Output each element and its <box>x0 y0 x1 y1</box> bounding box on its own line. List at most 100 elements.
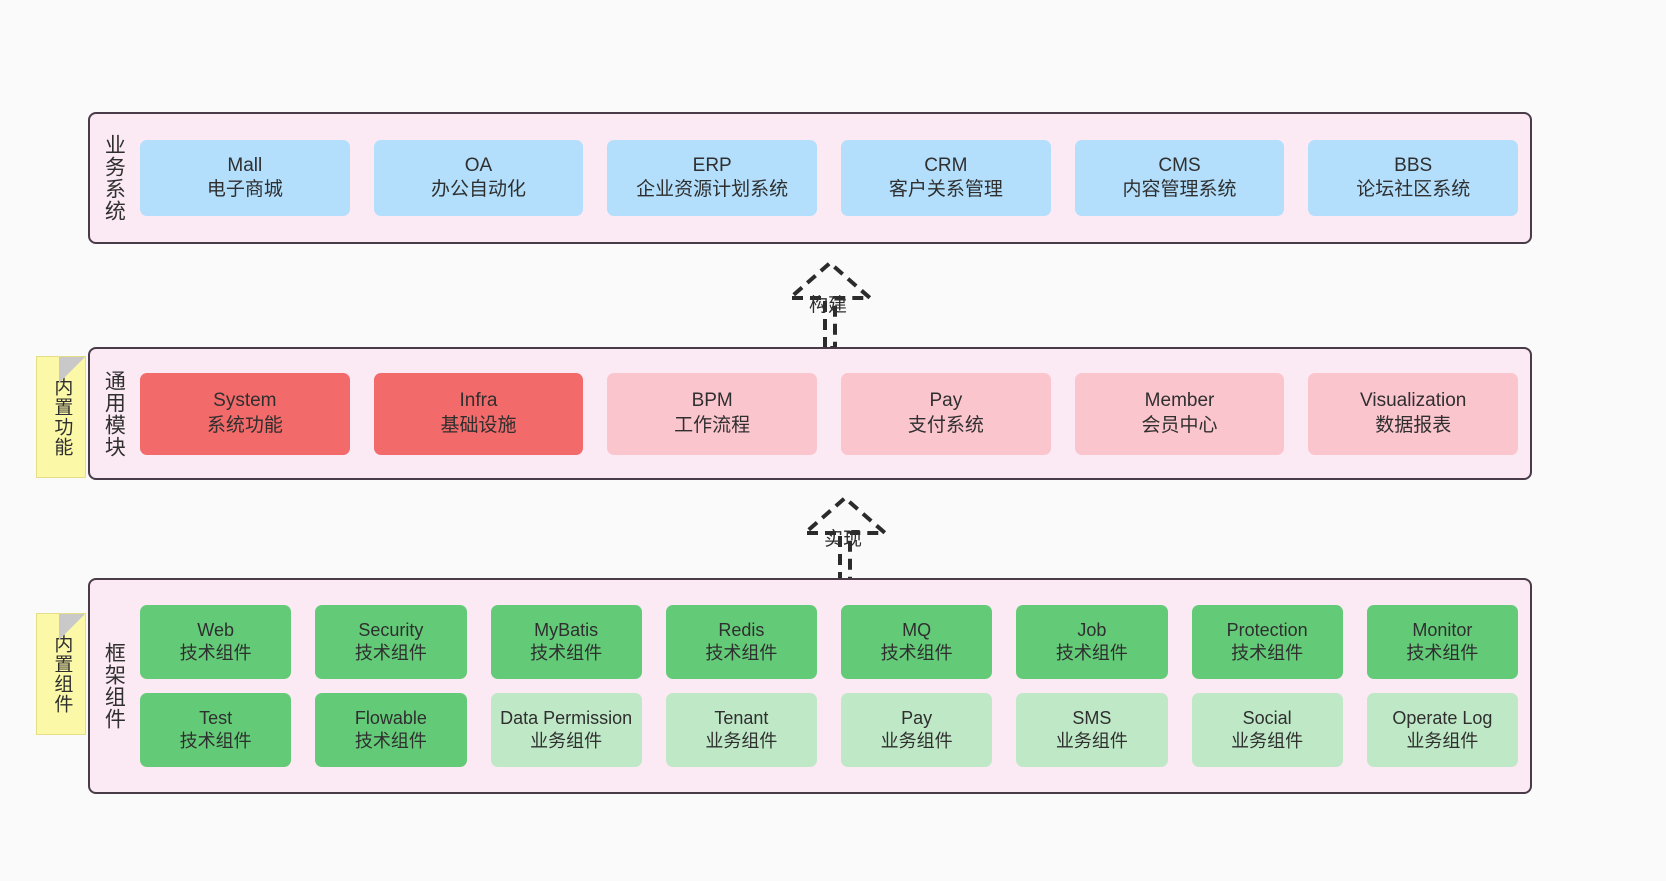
module-mall[interactable]: Mall 电子商城 <box>140 140 350 216</box>
layer-framework-row-business: Test 技术组件 Flowable 技术组件 Data Permission … <box>140 693 1518 767</box>
component-monitor-cn: 技术组件 <box>1406 643 1479 663</box>
component-mybatis-en: MyBatis <box>534 619 599 640</box>
component-flowable-cn: 技术组件 <box>354 731 427 751</box>
module-member[interactable]: Member 会员中心 <box>1074 372 1285 455</box>
component-pay[interactable]: Pay 业务组件 <box>841 693 993 767</box>
component-social-en: Social <box>1242 707 1292 728</box>
layer-common-row: System 系统功能 Infra 基础设施 BPM 工作流程 Pay 支付系统… <box>140 372 1519 455</box>
component-sms-cn: 业务组件 <box>1055 731 1128 751</box>
layer-framework-title: 框架组件 <box>102 642 126 730</box>
component-job[interactable]: Job 技术组件 <box>1016 605 1168 679</box>
module-crm-cn: 客户关系管理 <box>888 179 1003 200</box>
component-test-en: Test <box>199 707 233 728</box>
module-infra-cn: 基础设施 <box>440 414 517 436</box>
module-visualization-cn: 数据报表 <box>1375 414 1452 436</box>
component-operate-log[interactable]: Operate Log 业务组件 <box>1366 693 1518 767</box>
component-operate-log-cn: 业务组件 <box>1406 731 1479 751</box>
component-test[interactable]: Test 技术组件 <box>140 693 292 767</box>
component-pay-cn: 业务组件 <box>880 731 953 751</box>
component-web-cn: 技术组件 <box>179 643 252 663</box>
module-system-en: System <box>213 390 277 412</box>
component-redis-en: Redis <box>718 619 765 640</box>
module-pay-en: Pay <box>929 390 963 412</box>
component-redis-cn: 技术组件 <box>705 643 778 663</box>
module-pay-cn: 支付系统 <box>907 414 984 436</box>
note-builtin-components: 内置组件 <box>36 613 86 735</box>
component-flowable[interactable]: Flowable 技术组件 <box>315 693 467 767</box>
module-crm[interactable]: CRM 客户关系管理 <box>841 140 1051 216</box>
layer-business-row: Mall 电子商城 OA 办公自动化 ERP 企业资源计划系统 CRM 客户关系… <box>140 140 1519 216</box>
layer-business-body: Mall 电子商城 OA 办公自动化 ERP 企业资源计划系统 CRM 客户关系… <box>136 114 1530 242</box>
component-mybatis-cn: 技术组件 <box>530 643 603 663</box>
component-tenant-en: Tenant <box>714 707 769 728</box>
note-builtin-functions: 内置功能 <box>36 356 86 478</box>
module-mall-cn: 电子商城 <box>206 179 283 200</box>
module-bpm-en: BPM <box>691 390 733 412</box>
component-web[interactable]: Web 技术组件 <box>140 605 292 679</box>
module-system[interactable]: System 系统功能 <box>140 372 350 455</box>
component-security[interactable]: Security 技术组件 <box>315 605 467 679</box>
module-visualization[interactable]: Visualization 数据报表 <box>1308 372 1519 455</box>
module-infra[interactable]: Infra 基础设施 <box>373 372 584 455</box>
layer-common-modules: 通用模块 System 系统功能 Infra 基础设施 BPM 工作流程 Pay… <box>88 347 1532 480</box>
layer-common-title: 通用模块 <box>102 369 126 458</box>
module-bbs[interactable]: BBS 论坛社区系统 <box>1308 140 1519 216</box>
module-pay[interactable]: Pay 支付系统 <box>841 372 1051 455</box>
module-crm-en: CRM <box>924 154 968 176</box>
component-social[interactable]: Social 业务组件 <box>1191 693 1343 767</box>
component-pay-en: Pay <box>901 707 933 728</box>
component-data-permission-cn: 业务组件 <box>530 731 603 751</box>
component-data-permission-en: Data Permission <box>500 707 633 728</box>
connector-build-label: 构建 <box>809 295 848 316</box>
component-mq[interactable]: MQ 技术组件 <box>841 605 993 679</box>
module-erp[interactable]: ERP 企业资源计划系统 <box>607 140 818 216</box>
layer-framework-row-tech: Web 技术组件 Security 技术组件 MyBatis 技术组件 Redi… <box>140 605 1518 679</box>
component-monitor[interactable]: Monitor 技术组件 <box>1366 605 1518 679</box>
module-oa-cn: 办公自动化 <box>431 179 527 200</box>
component-security-en: Security <box>358 619 424 640</box>
component-protection-cn: 技术组件 <box>1231 643 1304 663</box>
layer-business-systems: 业务系统 Mall 电子商城 OA 办公自动化 ERP 企业资源计划系统 CRM… <box>88 112 1532 244</box>
component-test-cn: 技术组件 <box>179 731 252 751</box>
module-system-cn: 系统功能 <box>206 414 283 436</box>
connector-implement-label: 实现 <box>824 529 863 550</box>
component-tenant[interactable]: Tenant 业务组件 <box>665 693 817 767</box>
layer-common-body: System 系统功能 Infra 基础设施 BPM 工作流程 Pay 支付系统… <box>136 349 1530 478</box>
layer-business-title: 业务系统 <box>102 134 126 222</box>
component-social-cn: 业务组件 <box>1231 731 1304 751</box>
module-mall-en: Mall <box>227 154 263 176</box>
component-job-cn: 技术组件 <box>1055 643 1128 663</box>
component-mq-en: MQ <box>902 619 932 640</box>
module-bpm[interactable]: BPM 工作流程 <box>607 372 818 455</box>
module-bpm-cn: 工作流程 <box>674 414 751 436</box>
module-cms[interactable]: CMS 内容管理系统 <box>1074 140 1285 216</box>
component-monitor-en: Monitor <box>1412 619 1473 640</box>
module-visualization-en: Visualization <box>1360 390 1467 412</box>
component-web-en: Web <box>197 619 234 640</box>
component-protection[interactable]: Protection 技术组件 <box>1191 605 1343 679</box>
component-job-en: Job <box>1077 619 1107 640</box>
component-mq-cn: 技术组件 <box>880 643 953 663</box>
module-member-cn: 会员中心 <box>1141 414 1218 436</box>
component-data-permission[interactable]: Data Permission 业务组件 <box>490 693 642 767</box>
module-oa-en: OA <box>464 154 493 176</box>
module-cms-cn: 内容管理系统 <box>1122 179 1237 200</box>
layer-framework-body: Web 技术组件 Security 技术组件 MyBatis 技术组件 Redi… <box>136 580 1530 792</box>
layer-framework-components: 框架组件 Web 技术组件 Security 技术组件 MyBatis 技术组件… <box>88 578 1532 794</box>
component-protection-en: Protection <box>1226 619 1308 640</box>
module-oa[interactable]: OA 办公自动化 <box>373 140 584 216</box>
component-flowable-en: Flowable <box>354 707 427 728</box>
module-erp-en: ERP <box>692 154 732 176</box>
module-bbs-en: BBS <box>1394 154 1433 176</box>
module-cms-en: CMS <box>1158 154 1201 176</box>
module-erp-cn: 企业资源计划系统 <box>636 179 789 200</box>
module-infra-en: Infra <box>459 390 498 412</box>
module-bbs-cn: 论坛社区系统 <box>1356 179 1471 200</box>
component-operate-log-en: Operate Log <box>1392 707 1493 728</box>
component-security-cn: 技术组件 <box>354 643 427 663</box>
component-sms-en: SMS <box>1072 707 1112 728</box>
component-sms[interactable]: SMS 业务组件 <box>1016 693 1168 767</box>
component-mybatis[interactable]: MyBatis 技术组件 <box>490 605 642 679</box>
component-redis[interactable]: Redis 技术组件 <box>665 605 817 679</box>
